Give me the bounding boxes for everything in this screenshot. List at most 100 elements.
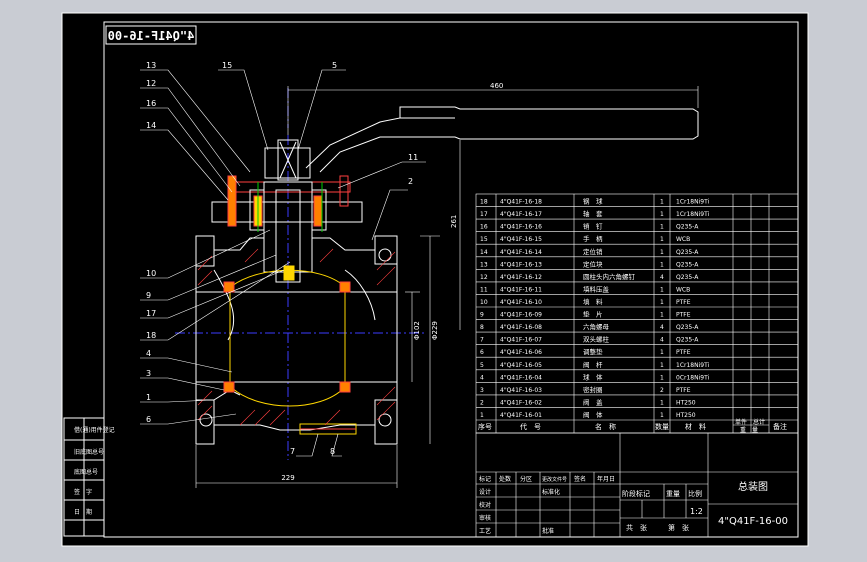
bom-cell-name: 销 钉 — [583, 222, 603, 231]
bom-header-name: 名 称 — [595, 422, 616, 431]
callout-label: 8 — [330, 447, 335, 456]
bom-cell-qty: 1 — [660, 399, 664, 406]
dim-height: 261 — [450, 215, 458, 228]
bom-cell-name: 手 柄 — [583, 234, 603, 243]
side-label: 底图总号 — [74, 468, 98, 476]
side-label: 日 期 — [74, 508, 92, 516]
stem-and-packing — [211, 175, 363, 283]
bom-cell-seq: 18 — [480, 199, 488, 206]
bom-cell-material: 0Cr18Ni9Ti — [676, 374, 710, 381]
tb-scale-value: 1:2 — [690, 507, 703, 516]
bom-header-note: 备注 — [773, 422, 787, 431]
bom-cell-seq: 1 — [480, 412, 484, 419]
callout-label: 3 — [146, 369, 151, 378]
bom-cell-qty: 4 — [660, 337, 664, 344]
bom-cell-code: 4"Q41F-16-13 — [500, 261, 542, 268]
bom-cell-seq: 5 — [480, 362, 484, 369]
bom-header-material: 材 料 — [685, 422, 706, 431]
bom-cell-code: 4"Q41F-16-02 — [500, 399, 542, 406]
callout-label: 4 — [146, 349, 151, 358]
bom-cell-seq: 15 — [480, 236, 488, 243]
title-block-text: 标记 处数 分区 更改文件号 签名 年月日 设计 标准化 校对 审核 工艺 批准… — [479, 475, 788, 535]
dimensions — [195, 86, 699, 488]
bom-cell-name: 六角螺母 — [583, 322, 610, 331]
bom-cell-material: PTFE — [676, 387, 691, 394]
bom-cell-name: 填料压盖 — [583, 284, 610, 293]
tb-scale: 比例 — [688, 489, 702, 498]
bom-cell-seq: 9 — [480, 312, 484, 319]
bom-cell-seq: 10 — [480, 299, 488, 306]
tb-standardize: 标准化 — [542, 488, 560, 496]
bom-cell-material: PTFE — [676, 312, 691, 319]
tb-mark: 标记 — [479, 475, 491, 483]
bom-cell-material: HT250 — [676, 399, 696, 406]
dim-bore: Φ102 — [413, 321, 421, 340]
bom-cell-code: 4"Q41F-16-18 — [500, 199, 542, 206]
bom-cell-qty: 1 — [660, 224, 664, 231]
bom-header-total-weight: 总计 — [753, 418, 765, 426]
callout-label: 12 — [146, 79, 156, 88]
tb-process: 工艺 — [479, 527, 491, 535]
bom-header-qty: 数量 — [655, 422, 669, 431]
bom-cell-material: PTFE — [676, 299, 691, 306]
callout-label: 1 — [146, 393, 151, 402]
side-label: 借(通)用件登记 — [74, 426, 115, 434]
bom-cell-name: 调整垫 — [583, 347, 603, 356]
bom-header-weight: 重 量 — [740, 426, 758, 434]
bom-cell-code: 4"Q41F-16-06 — [500, 349, 542, 356]
bom-cell-material: 1Cr18Ni9Ti — [676, 199, 710, 206]
bom-cell-material: WCB — [676, 236, 690, 243]
side-label: 签 字 — [74, 488, 92, 496]
bom-header-unit-weight: 单件 — [735, 418, 747, 426]
callout-label: 10 — [146, 269, 156, 278]
bom-cell-name: 双头螺柱 — [583, 335, 610, 344]
bom-cell-code: 4"Q41F-16-14 — [500, 249, 542, 256]
tb-review: 审核 — [479, 514, 491, 522]
callout-label: 9 — [146, 291, 151, 300]
tb-sheet-no: 第 张 — [668, 523, 689, 532]
tb-change-doc: 更改文件号 — [542, 476, 567, 483]
bom-cell-name: 球 体 — [583, 372, 603, 381]
bom-cell-code: 4"Q41F-16-01 — [500, 412, 542, 419]
bom-cell-material: Q235-A — [676, 324, 699, 331]
bom-cell-seq: 11 — [480, 286, 488, 293]
tb-count: 处数 — [499, 475, 511, 483]
bom-cell-material: HT250 — [676, 412, 696, 419]
dim-handle-length: 460 — [490, 82, 503, 90]
drawing-area — [61, 12, 809, 547]
callout-label: 13 — [146, 61, 156, 70]
bom-cell-seq: 8 — [480, 324, 484, 331]
tb-sheets-total: 共 张 — [626, 523, 647, 532]
bom-header-code: 代 号 — [520, 422, 541, 431]
tb-zone: 分区 — [520, 475, 532, 483]
bom-cell-qty: 1 — [660, 261, 664, 268]
bom-cell-code: 4"Q41F-16-11 — [500, 286, 542, 293]
bom-cell-name: 密封圈 — [583, 385, 603, 394]
callout-label: 18 — [146, 331, 156, 340]
bom-header-seq: 序号 — [478, 422, 492, 431]
bom-cell-name: 定位块 — [583, 259, 603, 268]
bom-cell-code: 4"Q41F-16-16 — [500, 224, 542, 231]
bom-cell-qty: 1 — [660, 349, 664, 356]
tb-approve: 批准 — [542, 527, 554, 535]
bom-cell-material: Q235-A — [676, 224, 699, 231]
callout-label: 15 — [222, 61, 232, 70]
tb-weight: 重量 — [666, 490, 680, 498]
bom-cell-name: 钢 球 — [583, 197, 603, 206]
bom-cell-qty: 4 — [660, 274, 664, 281]
valve-assembly-drawing: 460 261 Φ229 Φ102 229 13 — [140, 61, 699, 488]
drawing-number: 4"Q41F-16-00 — [718, 516, 788, 527]
bom-cell-qty: 1 — [660, 211, 664, 218]
title-stamp: 4"Q41F-16-00 — [105, 25, 197, 45]
callout-label: 17 — [146, 309, 156, 318]
bom-cell-seq: 14 — [480, 249, 488, 256]
bom-cell-name: 轴 套 — [583, 209, 603, 218]
callout-numbers: 13 12 16 14 15 5 11 2 10 9 17 18 4 3 1 6… — [146, 61, 418, 456]
bom-cell-code: 4"Q41F-16-04 — [500, 374, 542, 381]
bom-cell-qty: 1 — [660, 312, 664, 319]
callout-label: 11 — [408, 153, 418, 162]
bom-cell-material: WCB — [676, 286, 690, 293]
bom-cell-name: 填 料 — [583, 297, 603, 306]
